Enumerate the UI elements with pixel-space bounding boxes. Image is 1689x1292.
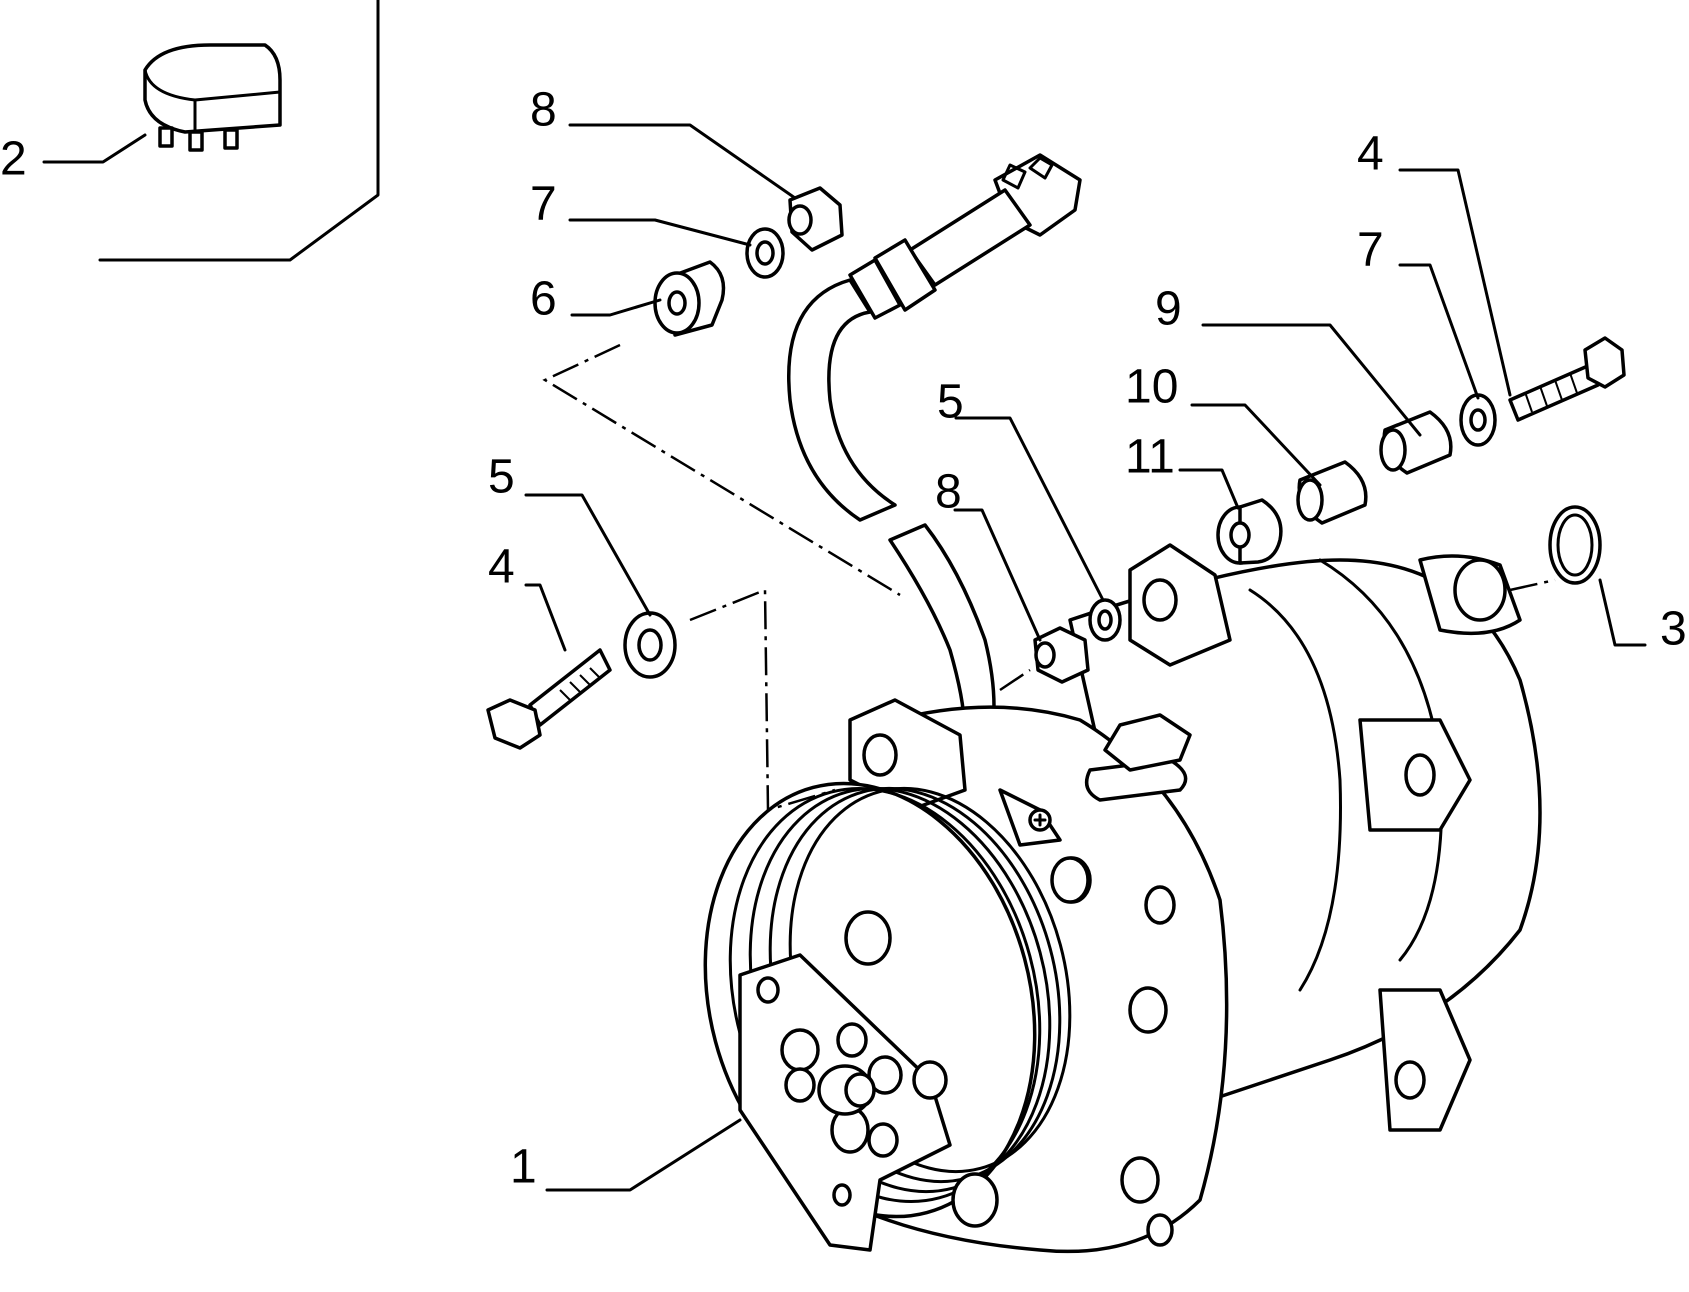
callout-5b: 5 <box>488 451 515 504</box>
callout-4b: 4 <box>488 541 515 594</box>
o-ring-3 <box>1548 505 1602 585</box>
assembly-centerlines <box>542 343 1556 812</box>
bolt-left <box>486 648 612 750</box>
callout-9: 9 <box>1155 283 1182 336</box>
compressor-body <box>703 543 1542 1254</box>
callout-3: 3 <box>1660 603 1687 656</box>
sleeve-9 <box>1379 410 1453 475</box>
callout-10: 10 <box>1125 361 1178 414</box>
callout-11: 11 <box>1125 431 1175 484</box>
callout-6: 6 <box>530 273 557 326</box>
nut-upper <box>787 186 844 252</box>
washer-5a <box>623 611 677 679</box>
washer-5b <box>1088 598 1122 642</box>
callout-5a: 5 <box>937 376 964 429</box>
sleeve-10 <box>1296 460 1368 525</box>
callout-2: 2 <box>0 133 27 186</box>
callout-1: 1 <box>510 1141 537 1194</box>
relay-inset-border <box>98 0 380 262</box>
callout-8a: 8 <box>530 84 557 137</box>
callout-4a: 4 <box>1357 128 1384 181</box>
callout-8b: 8 <box>935 466 962 519</box>
callout-7b: 7 <box>1357 224 1384 277</box>
callout-labels: 2 8 7 6 4 7 9 5 10 11 5 8 4 3 1 <box>0 84 1687 1194</box>
nut-8b <box>1033 626 1090 684</box>
relay-part <box>143 43 282 152</box>
callout-7a: 7 <box>530 178 557 231</box>
bushing-11 <box>1216 498 1283 565</box>
bolt-right <box>1508 336 1626 422</box>
leader-lines <box>42 123 1647 1192</box>
washer-7b <box>1459 393 1497 447</box>
spacer <box>653 260 726 337</box>
washer-upper <box>745 227 785 279</box>
